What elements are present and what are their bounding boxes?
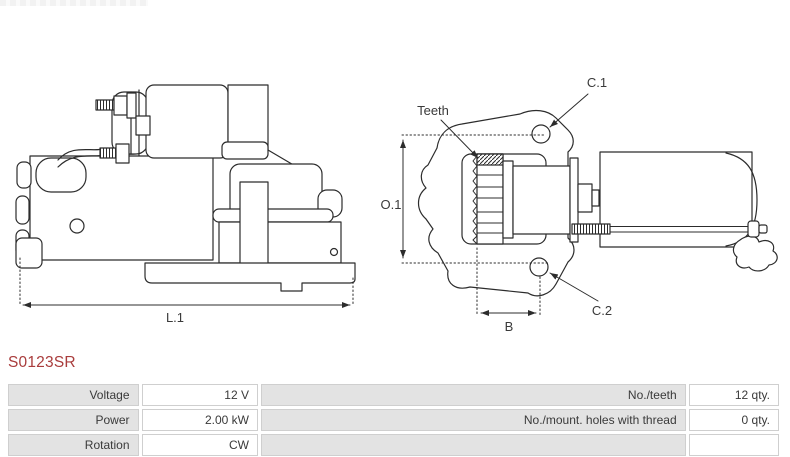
through-bolt-tip xyxy=(758,224,768,234)
left-view-starter-drawing: L.1 xyxy=(15,84,356,325)
pinion-gear xyxy=(476,153,504,245)
part-number: S0123SR xyxy=(8,354,76,371)
terminal-bolt xyxy=(135,115,151,136)
pinion-gear-hatch xyxy=(476,153,504,166)
dim-label-b: B xyxy=(505,319,514,334)
motor-cylinder xyxy=(599,151,753,248)
pinion-teeth-serration xyxy=(472,155,478,245)
dim-label-c2: C.2 xyxy=(592,303,612,318)
through-bolt-head xyxy=(747,220,760,238)
mount-hole-c1 xyxy=(531,124,551,144)
shaft-nub xyxy=(577,183,593,213)
teeth-label: Teeth xyxy=(417,103,449,118)
collar-band xyxy=(212,208,334,223)
terminal-stud-thread xyxy=(95,99,115,111)
cover-tongue xyxy=(35,157,87,193)
dim-reference-line xyxy=(401,134,549,264)
flange-hole-small xyxy=(329,247,339,257)
spec-value-mount-holes: 0 qty. xyxy=(688,409,779,431)
end-cap-rib xyxy=(15,195,30,225)
shaft-collar xyxy=(502,160,514,239)
spec-value-rotation: CW xyxy=(141,434,258,456)
dim-label-l1: L.1 xyxy=(166,310,184,325)
spec-label-no-teeth: No./teeth xyxy=(260,384,686,406)
spec-value-power: 2.00 kW xyxy=(141,409,258,431)
mount-foot xyxy=(15,237,43,269)
right-view-starter-drawing: O.1 B Teeth C.1 C.2 xyxy=(381,75,778,334)
cropped-watermark-artifact xyxy=(0,0,148,6)
c1-leader-line xyxy=(549,93,589,128)
through-bolt-rod xyxy=(609,226,749,233)
dim-label-c1: C.1 xyxy=(587,75,607,90)
c2-leader-line xyxy=(549,272,599,302)
body-hole xyxy=(69,218,85,234)
spec-value-voltage: 12 V xyxy=(141,384,258,406)
spec-label-empty xyxy=(260,434,686,456)
terminal-stud-nut xyxy=(115,143,130,164)
pinion-gear-rungs xyxy=(476,164,504,234)
spec-label-rotation: Rotation xyxy=(8,434,139,456)
solenoid-switch-block xyxy=(227,84,269,151)
spec-label-voltage: Voltage xyxy=(8,384,139,406)
spec-table: Voltage 12 V No./teeth 12 qty. Power 2.0… xyxy=(5,381,782,457)
shaft-hub xyxy=(512,165,571,235)
terminal-stud-nut xyxy=(113,95,128,116)
solenoid-bottom-tab xyxy=(221,141,269,160)
terminal-stud-ring xyxy=(126,92,137,119)
shaft-nub-tip xyxy=(591,189,600,207)
dim-extension-line xyxy=(19,257,354,307)
spec-label-power: Power xyxy=(8,409,139,431)
end-bracket-ear xyxy=(732,235,778,272)
base-plate xyxy=(144,262,356,292)
table-row: Power 2.00 kW No./mount. holes with thre… xyxy=(8,409,779,431)
teeth-leader-line xyxy=(440,119,479,159)
spec-label-mount-holes: No./mount. holes with thread xyxy=(260,409,686,431)
dim-label-o1: O.1 xyxy=(381,197,402,212)
end-cap-rib xyxy=(16,161,32,189)
terminal-stud-thread xyxy=(99,147,117,159)
table-row: Rotation CW xyxy=(8,434,779,456)
mount-hole-c2 xyxy=(529,257,549,277)
drive-housing-lower xyxy=(218,221,342,264)
dim-extension-line xyxy=(476,247,541,317)
table-row: Voltage 12 V No./teeth 12 qty. xyxy=(8,384,779,406)
spec-value-no-teeth: 12 qty. xyxy=(688,384,779,406)
solenoid-cylinder xyxy=(145,84,229,159)
spec-value-empty xyxy=(688,434,779,456)
technical-drawing: L.1 xyxy=(15,75,778,334)
through-bolt-thread xyxy=(571,223,611,235)
